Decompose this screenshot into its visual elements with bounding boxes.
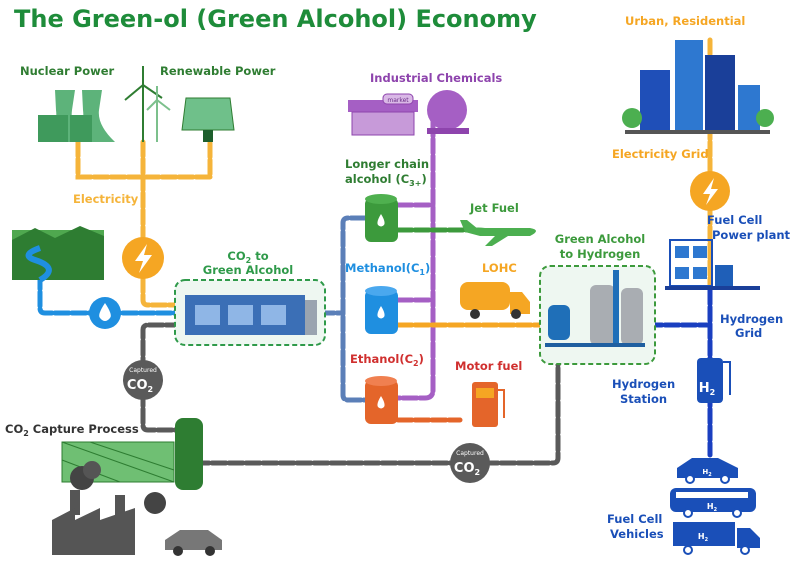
fuel-cell-truck-icon: H2 xyxy=(673,522,760,555)
urban-residential-label: Urban, Residential xyxy=(625,14,745,28)
fuel-cell-power-plant-icon xyxy=(665,239,760,290)
co2-capture-process-label: CO2 Capture Process xyxy=(5,422,139,438)
electricity-lightning-icon xyxy=(122,237,164,279)
fuel-pump-icon xyxy=(472,382,505,427)
captured-co2-badge-left: Captured CO2 xyxy=(123,360,163,400)
longer-chain-alcohol-barrel-icon xyxy=(365,194,398,242)
svg-text:market: market xyxy=(387,97,409,104)
jet-fuel-label: Jet Fuel xyxy=(469,201,519,215)
chemical-tank-icon xyxy=(427,90,469,134)
ethanol-barrel-icon xyxy=(365,376,398,424)
motor-fuel-label: Motor fuel xyxy=(455,359,522,373)
green-alcohol-factory-icon xyxy=(185,295,317,335)
ethanol-label: Ethanol(C2) xyxy=(350,352,424,368)
airplane-icon xyxy=(460,220,536,246)
svg-text:CO2: CO2 xyxy=(454,461,480,477)
water-pipe xyxy=(37,272,183,316)
svg-text:Captured: Captured xyxy=(456,450,484,457)
lohc-tanker-truck-icon xyxy=(460,282,530,319)
electricity-pipe xyxy=(140,139,183,308)
lohc-label: LOHC xyxy=(482,261,517,275)
solar-panel-icon xyxy=(181,97,235,142)
nuclear-power-label: Nuclear Power xyxy=(20,64,115,78)
hydrogen-station-pump-icon: H2 xyxy=(697,358,731,403)
captured-co2-badge-bottom: Captured CO2 xyxy=(450,443,490,483)
fuel-cell-car-icon: H2 xyxy=(677,458,738,484)
svg-text:H2: H2 xyxy=(699,381,715,397)
methanol-barrel-icon xyxy=(365,286,398,334)
chemicals-pipe xyxy=(395,102,436,401)
co2-capture-unit-icon xyxy=(61,418,203,490)
svg-text:H2: H2 xyxy=(707,502,718,513)
electricity-label: Electricity xyxy=(73,192,139,206)
market-icon: market xyxy=(348,93,418,136)
svg-text:CO2: CO2 xyxy=(127,378,153,394)
car-icon xyxy=(165,530,222,556)
landscape-river-icon xyxy=(12,226,104,283)
fuel-cell-bus-icon: H2 xyxy=(670,488,756,518)
industrial-chemicals-label: Industrial Chemicals xyxy=(370,71,502,85)
captured-co2-pipe-bottom xyxy=(192,342,561,466)
diagram-title: The Green-ol (Green Alcohol) Economy xyxy=(14,5,537,33)
reformer-plant-icon xyxy=(545,270,645,347)
electricity-grid-lightning-icon xyxy=(690,171,730,211)
renewable-power-label: Renewable Power xyxy=(160,64,276,78)
water-drop-icon xyxy=(89,297,121,329)
svg-text:H2: H2 xyxy=(698,532,709,543)
svg-text:Captured: Captured xyxy=(129,367,157,374)
urban-buildings-icon xyxy=(622,40,774,134)
nuclear-plant-icon xyxy=(38,90,115,142)
factory-smoke-icon xyxy=(52,461,166,555)
electricity-grid-label: Electricity Grid xyxy=(612,147,709,161)
alcohol-distribution-pipe xyxy=(317,215,368,403)
svg-text:H2: H2 xyxy=(702,468,712,478)
wind-turbine-icon xyxy=(124,66,171,142)
methanol-label: Methanol(C1) xyxy=(345,261,430,277)
